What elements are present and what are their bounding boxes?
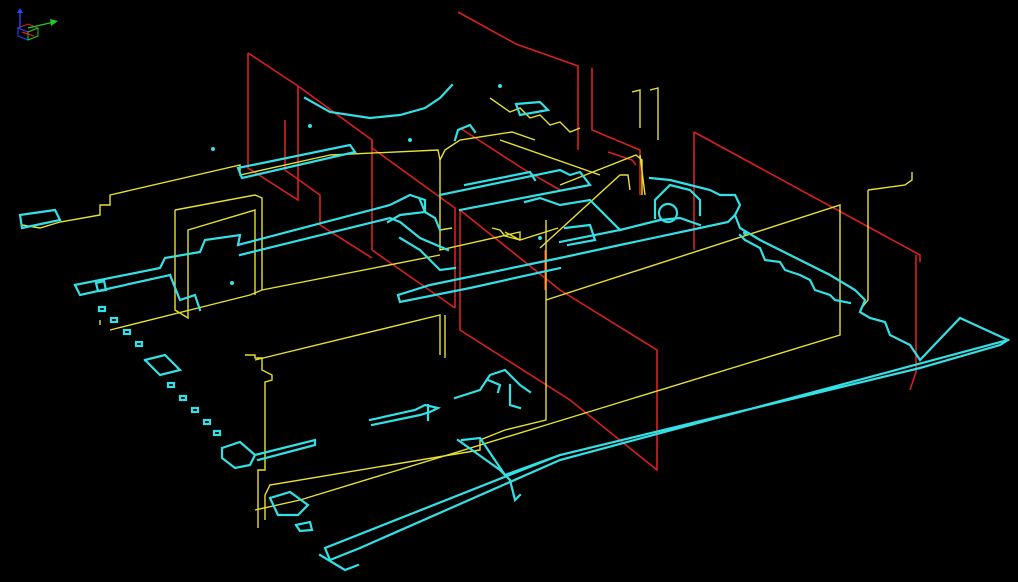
column-pad xyxy=(109,316,119,324)
yellow-plane-outline xyxy=(859,190,869,311)
floor-plan-wall xyxy=(460,436,562,477)
yellow-plane-outline xyxy=(254,314,441,361)
floor-plan-wall xyxy=(368,403,442,427)
floor-plan-marker xyxy=(538,236,542,240)
floor-plan-wall xyxy=(220,440,257,470)
yellow-plane-outline xyxy=(649,87,659,140)
floor-plan-marker xyxy=(308,124,312,128)
yellow-plane-outline xyxy=(109,254,441,331)
floor-plan-wall xyxy=(456,438,522,503)
yellow-plane-outline xyxy=(559,154,643,195)
yellow-section-planes xyxy=(21,87,913,528)
column-pad xyxy=(134,340,144,348)
floor-plan-wall xyxy=(396,176,742,297)
floor-plan-wall xyxy=(453,368,532,400)
floor-plan-wall xyxy=(398,236,457,272)
red-plane-outline xyxy=(693,131,921,262)
red-plane-outline xyxy=(607,151,637,166)
floor-plan-wall xyxy=(618,216,702,232)
yellow-plane-outline xyxy=(489,97,581,133)
floor-plan-wall xyxy=(486,378,502,394)
yellow-plane-outline xyxy=(439,227,453,231)
floor-plan-wall xyxy=(653,183,702,220)
column-pad xyxy=(97,305,107,313)
floor-plan-outline xyxy=(18,83,1011,572)
view-cube-icon[interactable] xyxy=(16,8,58,41)
view-cube-right[interactable] xyxy=(27,27,39,41)
axis-y-arrow xyxy=(21,31,35,37)
column-pad xyxy=(166,381,176,389)
yellow-plane-outline xyxy=(491,227,521,241)
yellow-plane-outline xyxy=(439,131,536,161)
column-pad xyxy=(202,418,212,426)
column-pad xyxy=(212,429,222,437)
floor-plan-wall xyxy=(238,216,450,257)
column-pad xyxy=(122,328,132,336)
floor-plan-wall xyxy=(733,213,1011,370)
red-plane-outline xyxy=(247,52,299,202)
red-section-planes xyxy=(247,11,921,472)
yellow-plane-outline xyxy=(545,204,841,426)
floor-plan-wall xyxy=(508,383,522,410)
floor-plan-wall xyxy=(303,83,454,120)
floor-plan-wall xyxy=(463,170,537,187)
floor-plan-wall xyxy=(738,233,852,305)
yellow-plane-outline xyxy=(245,354,273,528)
red-plane-outline xyxy=(371,140,456,308)
floor-plan-wall xyxy=(168,273,202,312)
floor-plan-wall xyxy=(453,123,477,142)
floor-plan-marker xyxy=(408,138,412,142)
yellow-plane-outline xyxy=(639,154,646,196)
floor-plan-wall xyxy=(73,193,442,287)
axis-z-arrowhead xyxy=(17,8,23,13)
floor-plan-wall xyxy=(236,143,357,180)
red-plane-outline xyxy=(591,68,641,195)
floor-plan-wall xyxy=(318,553,360,572)
floor-plan-wall xyxy=(323,338,1010,562)
floor-plan-marker xyxy=(211,147,215,151)
floor-plan-marker xyxy=(743,231,747,235)
red-plane-outline xyxy=(371,249,456,309)
yellow-plane-outline xyxy=(631,89,641,128)
floor-plan-wall xyxy=(563,223,597,247)
yellow-plane-outline xyxy=(21,154,331,229)
floor-plan-wall xyxy=(294,520,314,533)
yellow-plane-outline xyxy=(539,174,631,249)
column-pad xyxy=(190,406,200,414)
axis-x-arrowhead xyxy=(50,19,58,26)
floor-plan-wall xyxy=(18,208,62,230)
axis-x-arrow xyxy=(27,21,55,29)
yellow-plane-outline xyxy=(174,209,256,320)
yellow-plane-outline xyxy=(499,139,601,176)
floor-plan-wall xyxy=(94,279,108,293)
red-plane-outline xyxy=(459,127,561,191)
column-pad xyxy=(178,394,188,402)
floor-plan-wall xyxy=(523,196,623,244)
yellow-plane-outline xyxy=(439,160,559,251)
red-plane-outline xyxy=(459,209,658,472)
floor-plan-wall xyxy=(386,198,427,224)
yellow-plane-outline xyxy=(174,194,263,290)
yellow-plane-outline xyxy=(867,172,913,191)
floor-plan-wall xyxy=(73,273,172,297)
floor-plan-wall xyxy=(253,438,317,462)
yellow-plane-outline xyxy=(329,149,441,161)
column-pads xyxy=(97,305,222,437)
floor-plan-marker xyxy=(230,281,234,285)
floor-plan-wall xyxy=(268,490,310,517)
red-plane-outline xyxy=(457,11,579,150)
floor-plan-wall xyxy=(396,266,562,304)
floor-plan-wall xyxy=(657,202,679,224)
red-plane-outline xyxy=(284,120,373,259)
red-plane-outline xyxy=(909,255,917,391)
floor-plan-wall xyxy=(514,100,551,117)
floor-plan-wall xyxy=(143,353,183,377)
floor-plan-marker xyxy=(498,84,502,88)
floor-plan-wall xyxy=(438,168,592,212)
